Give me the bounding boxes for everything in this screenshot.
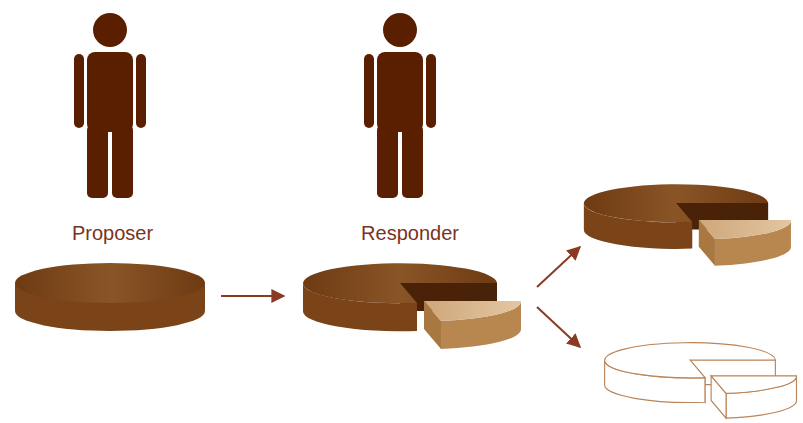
rejected-pie [605, 343, 797, 418]
proposer-figure [74, 13, 146, 198]
responder-figure [364, 13, 436, 198]
reject-arrow [537, 307, 580, 347]
accepted-pie [584, 184, 791, 265]
role-label: Proposer [10, 221, 215, 245]
actor-node: Proposer [10, 5, 215, 340]
offer-arrow [221, 295, 284, 297]
accept-arrow [537, 247, 580, 287]
actor-node: Responder [290, 5, 530, 340]
role-label: Responder [290, 221, 530, 245]
offered-pie [303, 263, 521, 349]
full-pie [15, 263, 205, 331]
